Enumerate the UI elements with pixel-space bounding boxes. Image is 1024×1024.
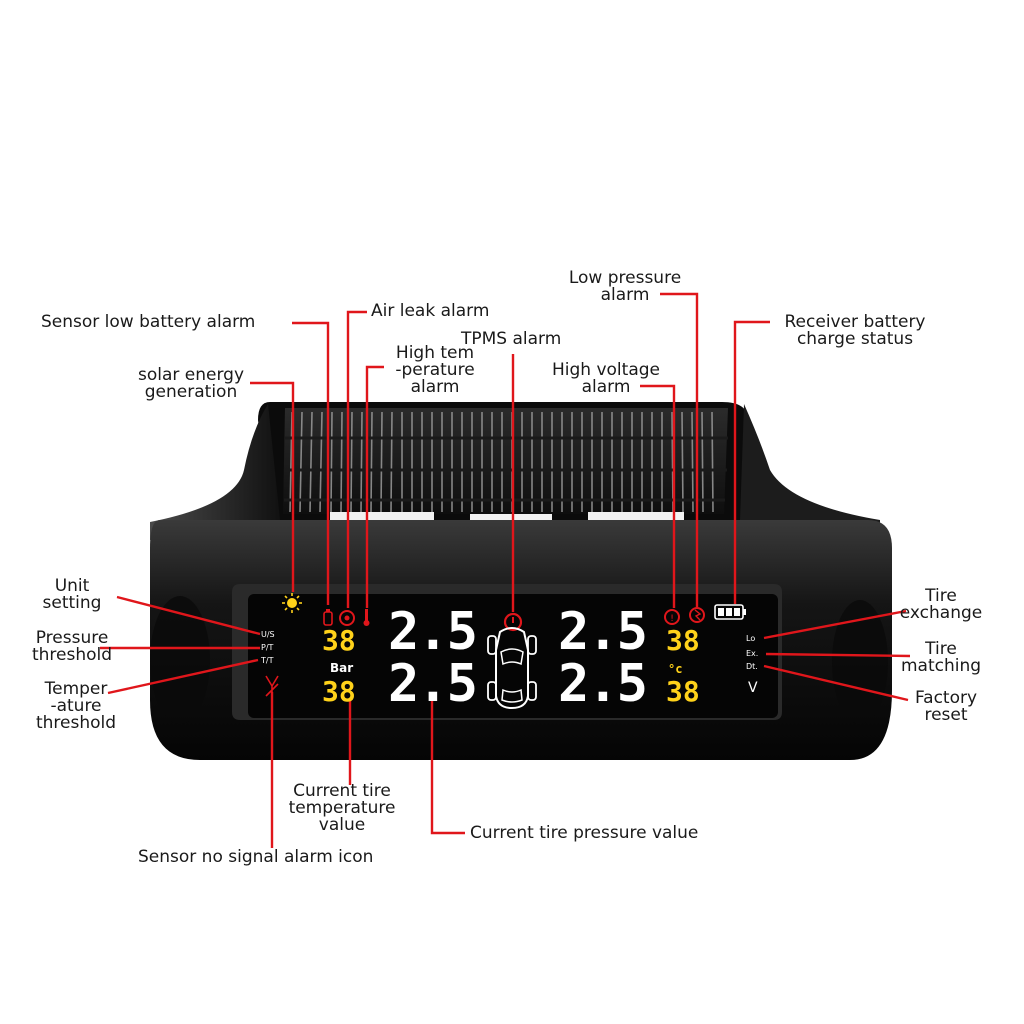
- leader-pressure-value: [430, 700, 465, 835]
- leader-lines: [100, 292, 911, 848]
- label-receiver-battery-line2: charge status: [796, 329, 914, 349]
- menu-temperature-threshold: T/T: [261, 656, 274, 665]
- label-no-signal: Sensor no signal alarm icon: [138, 847, 374, 867]
- label-temperature-value-line3: value: [318, 815, 366, 835]
- label-tire-exchange-line1: Tire: [925, 586, 957, 606]
- pressure-value-rr: 2.5: [558, 654, 648, 714]
- label-temperature-threshold-line2: -ature: [50, 696, 102, 716]
- leader-air-leak: [346, 310, 367, 608]
- label-pressure-threshold: Pressure threshold: [22, 630, 122, 664]
- tpms-alarm-icon: [503, 612, 523, 632]
- pressure-value-fl: 2.5: [388, 602, 478, 662]
- right-wing: [740, 404, 880, 540]
- label-solar-energy: solar energy generation: [124, 367, 258, 401]
- leader-tire-exchange: [763, 609, 907, 640]
- label-temperature-value: Current tire temperature value: [272, 783, 412, 834]
- label-tire-matching-line2: matching: [900, 656, 982, 676]
- label-high-voltage: High voltage alarm: [538, 362, 674, 396]
- label-tpms: TPMS alarm: [461, 329, 562, 349]
- leader-high-temp: [365, 365, 384, 608]
- leader-tire-matching: [765, 652, 911, 658]
- high-voltage-icon: [689, 607, 705, 623]
- label-high-temperature-line2: -perature: [395, 360, 475, 380]
- label-factory-reset-line2: reset: [924, 705, 968, 725]
- thermometer-icon: [363, 609, 370, 626]
- leader-unit: [116, 595, 261, 636]
- receiver-battery-icon: [714, 604, 746, 620]
- label-pressure-threshold-line2: threshold: [31, 645, 113, 665]
- leader-solar: [250, 381, 295, 592]
- label-unit-setting: Unit setting: [30, 578, 114, 612]
- receiver-body: [150, 520, 892, 760]
- menu-factory-reset: Dt.: [746, 662, 758, 671]
- label-high-temperature: High tem -perature alarm: [380, 345, 490, 396]
- air-leak-icon: [339, 610, 355, 626]
- sensor-battery-icon: [323, 609, 333, 626]
- pressure-value-rl: 2.5: [388, 654, 478, 714]
- label-receiver-battery: Receiver battery charge status: [772, 314, 938, 348]
- temp-value-rr: 38: [666, 675, 700, 708]
- label-temperature-threshold-line1: Temper: [44, 679, 108, 699]
- label-high-temperature-line1: High tem: [395, 343, 475, 363]
- menu-unit-setting: U/S: [261, 630, 275, 639]
- low-pressure-icon: !: [664, 609, 680, 625]
- leader-low-pressure: [660, 292, 699, 607]
- label-pressure-threshold-line1: Pressure: [35, 628, 109, 648]
- menu-tire-matching: Ex.: [746, 649, 759, 658]
- menu-pressure-threshold: P/T: [261, 643, 274, 652]
- label-tire-exchange-line2: exchange: [899, 603, 983, 623]
- label-tire-exchange: Tire exchange: [888, 588, 994, 622]
- label-solar-energy-line2: generation: [144, 382, 238, 402]
- leader-factory-reset: [763, 664, 909, 702]
- leader-temp-thr: [107, 658, 259, 695]
- menu-tire-exchange: Lo: [746, 634, 756, 643]
- left-wing: [150, 404, 280, 540]
- label-temperature-threshold: Temper -ature threshold: [24, 681, 128, 732]
- label-high-temperature-line3: alarm: [410, 377, 460, 397]
- label-solar-energy-line1: solar energy: [137, 365, 245, 385]
- temp-value-fl: 38: [322, 624, 356, 657]
- pressure-value-fr: 2.5: [558, 602, 648, 662]
- sun-icon: [282, 593, 302, 613]
- leader-sensor-battery: [292, 321, 330, 605]
- label-sensor-low-battery: Sensor low battery alarm: [41, 312, 256, 332]
- label-unit-setting-line2: setting: [42, 593, 102, 613]
- label-receiver-battery-line1: Receiver battery: [784, 312, 926, 332]
- label-temperature-value-line1: Current tire: [293, 781, 391, 801]
- temp-value-rl: 38: [322, 675, 356, 708]
- label-pressure-value: Current tire pressure value: [470, 823, 699, 843]
- label-factory-reset: Factory reset: [896, 690, 996, 724]
- label-temperature-value-line2: temperature: [288, 798, 396, 818]
- solar-panel: [258, 402, 748, 526]
- label-low-pressure-line1: Low pressure: [568, 268, 682, 288]
- unit-bar: Bar: [330, 661, 354, 675]
- label-unit-setting-line1: Unit: [54, 576, 90, 596]
- label-high-voltage-line1: High voltage: [552, 360, 660, 380]
- label-factory-reset-line1: Factory: [914, 688, 978, 708]
- temp-value-fr: 38: [666, 624, 700, 657]
- label-low-pressure: Low pressure alarm: [555, 270, 695, 304]
- unit-volt: V: [748, 680, 758, 696]
- car-icon: [487, 627, 537, 710]
- label-low-pressure-line2: alarm: [600, 285, 650, 305]
- svg-text:!: !: [670, 614, 674, 624]
- unit-celsius: °c: [668, 662, 683, 676]
- label-temperature-threshold-line3: threshold: [35, 713, 117, 733]
- leader-high-voltage: [640, 384, 676, 608]
- label-tire-matching-line1: Tire: [925, 639, 957, 659]
- label-high-voltage-line2: alarm: [581, 377, 631, 397]
- label-air-leak: Air leak alarm: [371, 301, 490, 321]
- label-tire-matching: Tire matching: [888, 641, 994, 675]
- leader-receiver-battery: [733, 320, 770, 604]
